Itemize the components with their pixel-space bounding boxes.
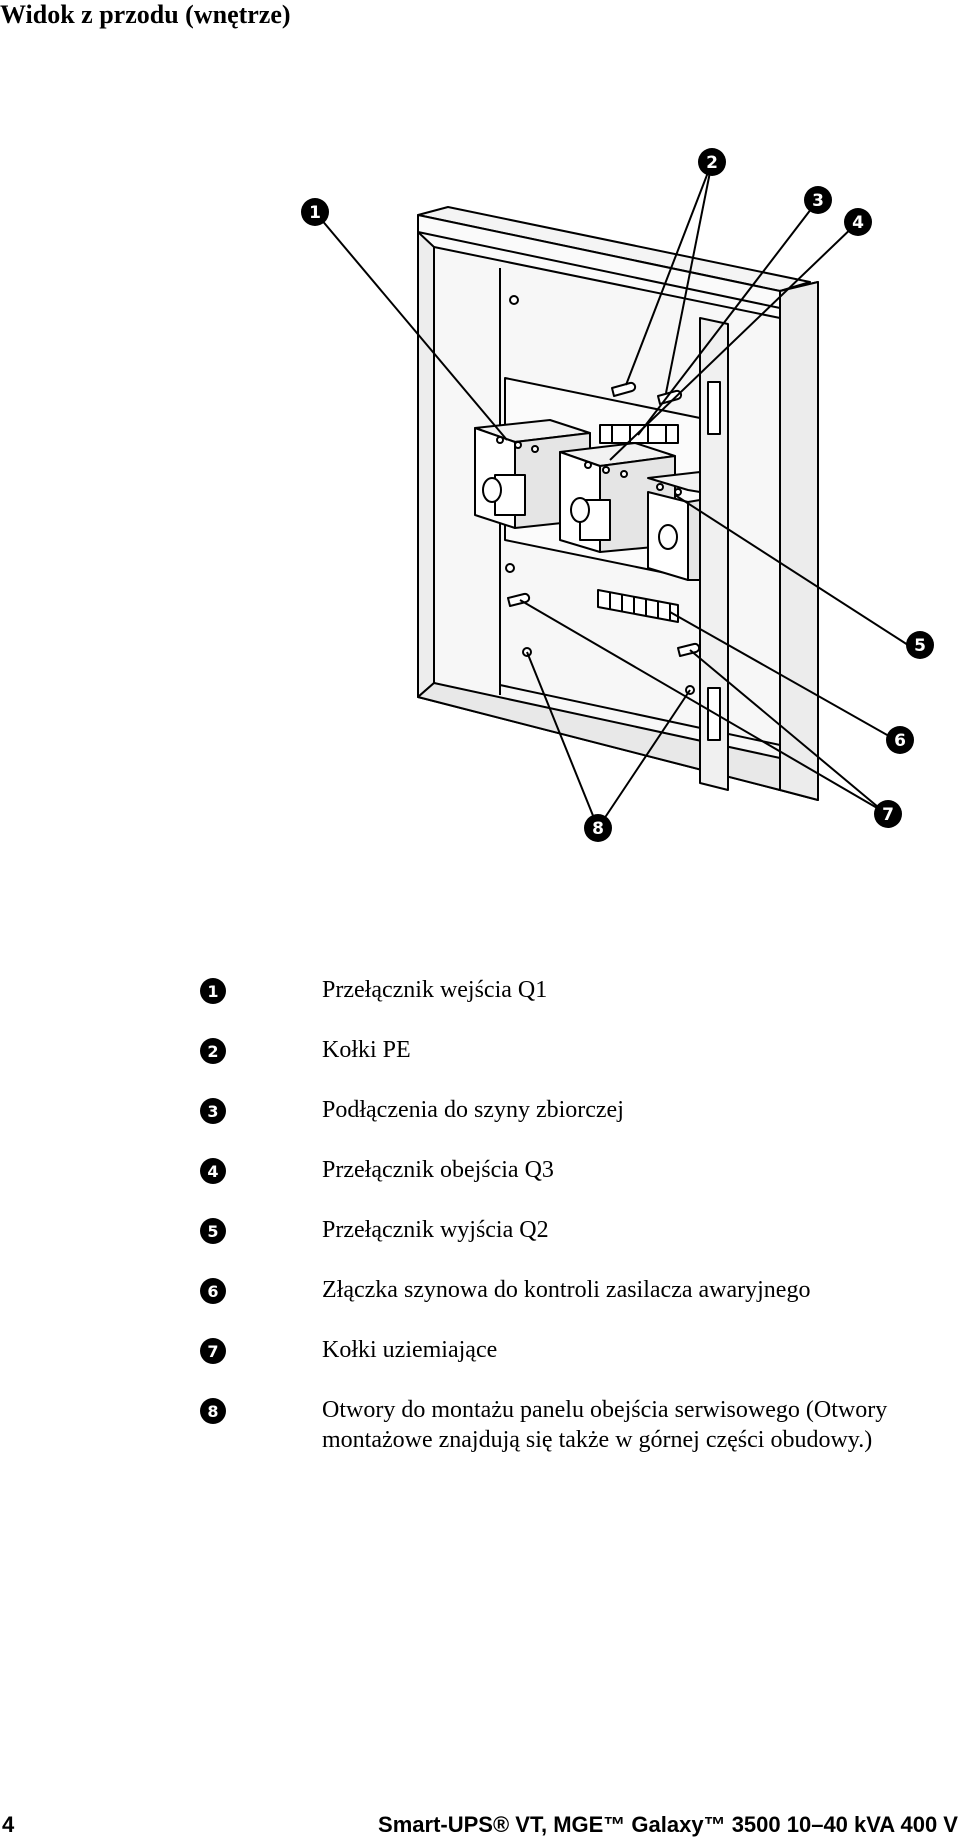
bus-terminal-strip bbox=[597, 589, 679, 623]
legend-text: Kołki PE bbox=[322, 1037, 411, 1063]
cabinet-illustration: 1 2 3 4 5 6 7 8 bbox=[301, 148, 934, 842]
callout-label: 5 bbox=[914, 636, 926, 656]
legend-number-badge: 3 bbox=[200, 1098, 226, 1124]
callout-label: 6 bbox=[894, 731, 906, 751]
legend-number-badge: 8 bbox=[200, 1398, 226, 1424]
legend-text: Przełącznik obejścia Q3 bbox=[322, 1157, 554, 1183]
legend-text: Złączka szynowa do kontroli zasilacza aw… bbox=[322, 1277, 811, 1303]
callout-label: 4 bbox=[852, 213, 864, 233]
enclosure-floor bbox=[417, 682, 781, 791]
callout-label: 1 bbox=[309, 203, 321, 223]
callout-badge bbox=[301, 198, 329, 226]
callout-4: 4 bbox=[844, 208, 872, 236]
callout-2: 2 bbox=[698, 148, 726, 176]
legend-text: Przełącznik wejścia Q1 bbox=[322, 977, 548, 1003]
legend-text: Otwory do montażu panelu obejścia serwis… bbox=[322, 1397, 888, 1453]
callout-label: 3 bbox=[812, 191, 824, 211]
legend-number-badge: 7 bbox=[200, 1338, 226, 1364]
callout-badge bbox=[886, 726, 914, 754]
legend-number-badge: 1 bbox=[200, 978, 226, 1004]
page-title: Widok z przodu (wnętrze) bbox=[0, 0, 291, 29]
callout-8: 8 bbox=[584, 814, 612, 842]
callout-badge bbox=[584, 814, 612, 842]
callout-badge bbox=[698, 148, 726, 176]
footer-title: Smart-UPS® VT, MGE™ Galaxy™ 3500 10–40 k… bbox=[378, 1812, 958, 1837]
legend-text: Podłączenia do szyny zbiorczej bbox=[322, 1097, 624, 1123]
legend-number-badge: 6 bbox=[200, 1278, 226, 1304]
legend-text: Przełącznik wyjścia Q2 bbox=[322, 1217, 549, 1243]
callout-label: 2 bbox=[706, 153, 718, 173]
callout-badge bbox=[844, 208, 872, 236]
callout-5: 5 bbox=[906, 631, 934, 659]
callout-7: 7 bbox=[874, 800, 902, 828]
legend-number-badge: 2 bbox=[200, 1038, 226, 1064]
switch-q2 bbox=[647, 471, 701, 581]
grounding-studs bbox=[507, 592, 701, 657]
legend-number-badge: 4 bbox=[200, 1158, 226, 1184]
callout-label: 8 bbox=[592, 819, 604, 839]
callout-1: 1 bbox=[301, 198, 329, 226]
callout-label: 7 bbox=[882, 805, 894, 825]
legend-text: Kołki uziemiające bbox=[322, 1337, 498, 1363]
callout-3: 3 bbox=[804, 186, 832, 214]
page-number: 4 bbox=[2, 1812, 15, 1837]
enclosure-left-wall bbox=[417, 231, 435, 698]
leader-lines bbox=[314, 161, 909, 829]
callout-6: 6 bbox=[886, 726, 914, 754]
callout-badge bbox=[804, 186, 832, 214]
callout-badge bbox=[906, 631, 934, 659]
callout-badge bbox=[874, 800, 902, 828]
legend-number-badge: 5 bbox=[200, 1218, 226, 1244]
